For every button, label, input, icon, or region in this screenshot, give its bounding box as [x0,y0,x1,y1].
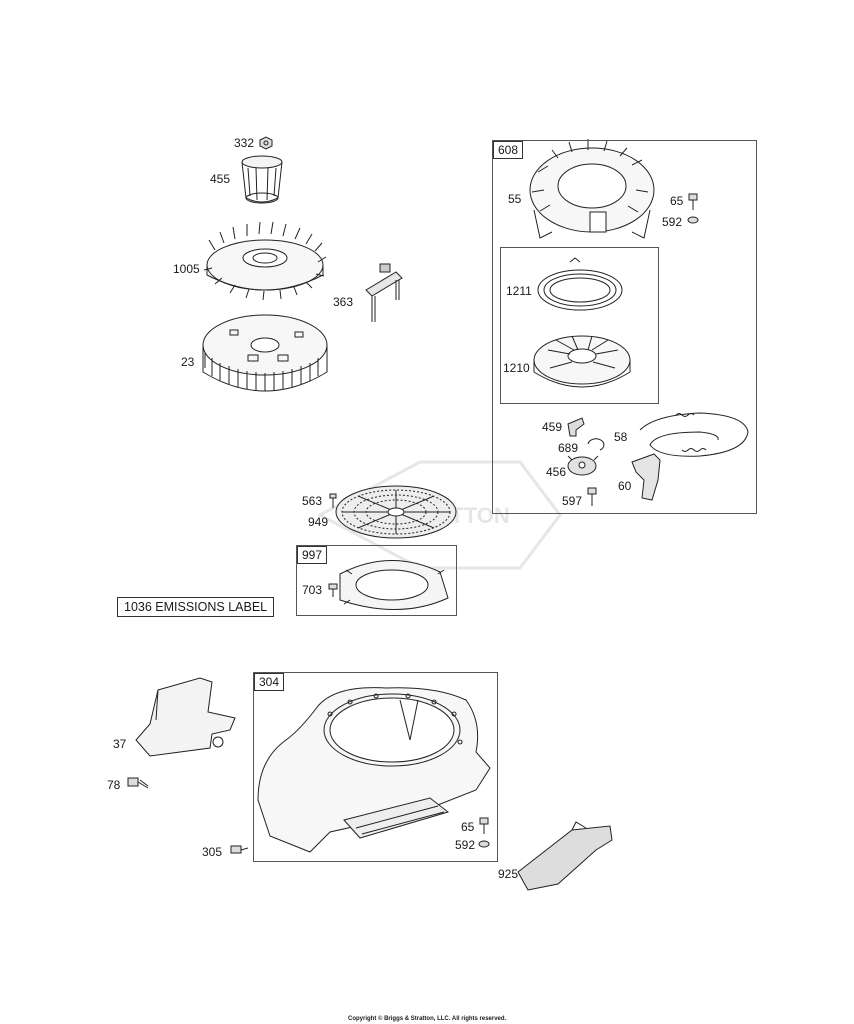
part-label-37: 37 [113,737,127,751]
part-label-459: 459 [542,420,563,434]
part-592-washer-lower [478,840,490,848]
part-459-pawl [567,417,585,437]
part-label-1005: 1005 [173,262,200,276]
part-label-305: 305 [202,845,223,859]
part-305-bolt [230,845,249,854]
part-label-58: 58 [614,430,628,444]
part-label-65-lower: 65 [461,820,475,834]
part-65-bolt-lower [479,817,489,834]
part-label-1211: 1211 [506,284,532,298]
part-592-washer-upper [687,216,699,224]
part-949-screen [335,485,457,539]
part-label-78: 78 [107,778,121,792]
part-label-60: 60 [618,479,632,493]
part-label-55: 55 [508,192,522,206]
part-23-flywheel [202,314,328,392]
part-label-65-upper: 65 [670,194,684,208]
part-label-455: 455 [210,172,231,186]
part-label-703: 703 [302,583,323,597]
part-label-563: 563 [302,494,323,508]
part-689-clip [587,438,605,451]
part-1211-spring [537,257,623,311]
part-1005-fan [203,221,327,301]
part-58-rope [639,412,749,457]
part-label-689: 689 [558,441,579,455]
part-55-starter-housing [529,139,655,239]
part-455-cup [241,155,283,204]
group-tag-608: 608 [493,141,524,159]
part-label-1210: 1210 [503,361,530,375]
part-925-shield [517,821,613,891]
part-1210-pulley [533,335,631,388]
part-597-screw [587,487,597,506]
part-563-screw [329,493,337,508]
part-label-925: 925 [498,867,519,881]
group-tag-997: 997 [297,546,328,564]
part-label-592-upper: 592 [662,215,683,229]
copyright-notice: Copyright © Briggs & Stratton, LLC. All … [348,1016,507,1022]
part-304-blower-housing [257,687,491,853]
part-label-332: 332 [234,136,255,150]
part-label-456: 456 [546,465,567,479]
part-label-592-lower: 592 [455,838,476,852]
part-label-597: 597 [562,494,583,508]
group-608-box [492,140,757,514]
part-label-949: 949 [308,515,329,529]
part-60-handle [631,453,661,501]
group-1210-1211-box [500,247,659,404]
part-456-retainer [567,455,599,476]
part-332-nut [259,136,273,150]
group-997-box [296,545,457,616]
part-703-screw [328,583,338,597]
part-37-air-guide [135,677,236,757]
emissions-label: 1036 EMISSIONS LABEL [117,597,275,617]
part-363-bracket [365,263,403,322]
part-78-bolt [127,777,149,789]
part-label-363: 363 [333,295,354,309]
group-tag-304: 304 [254,673,285,691]
part-label-23: 23 [181,355,195,369]
part-65-bolt-upper [688,193,698,210]
part-997-plate [339,560,449,611]
group-304-box [253,672,498,862]
